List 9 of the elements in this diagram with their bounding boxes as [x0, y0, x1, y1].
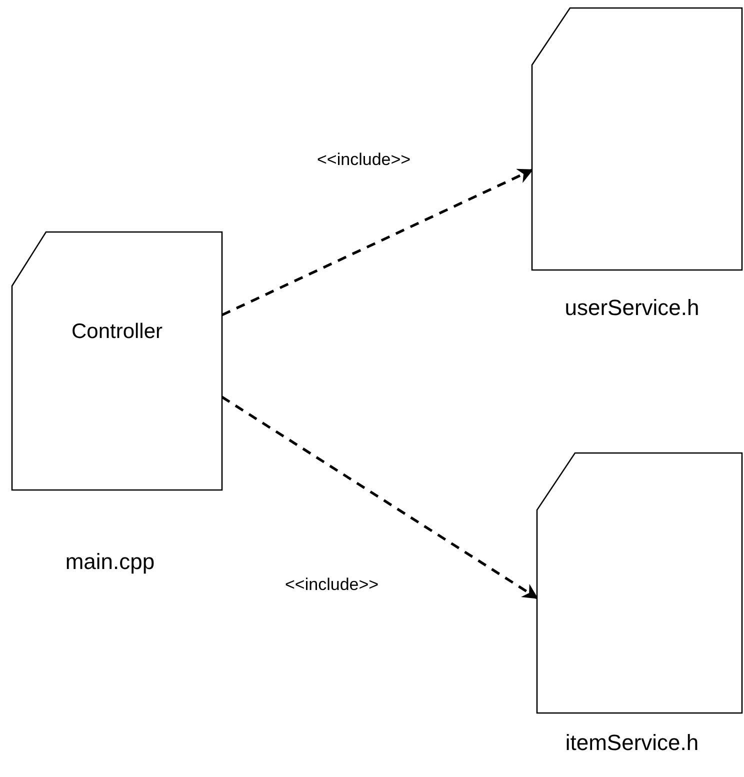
dashed-arrow — [221, 168, 534, 316]
document-shape — [532, 8, 742, 270]
document-shape — [537, 453, 742, 713]
file-name: main.cpp — [64, 549, 156, 575]
file-shape — [12, 232, 222, 490]
dashed-arrow — [221, 396, 538, 600]
file-label: Controller — [70, 320, 164, 344]
file-name: userService.h — [564, 295, 700, 321]
file-name: itemService.h — [564, 730, 700, 756]
